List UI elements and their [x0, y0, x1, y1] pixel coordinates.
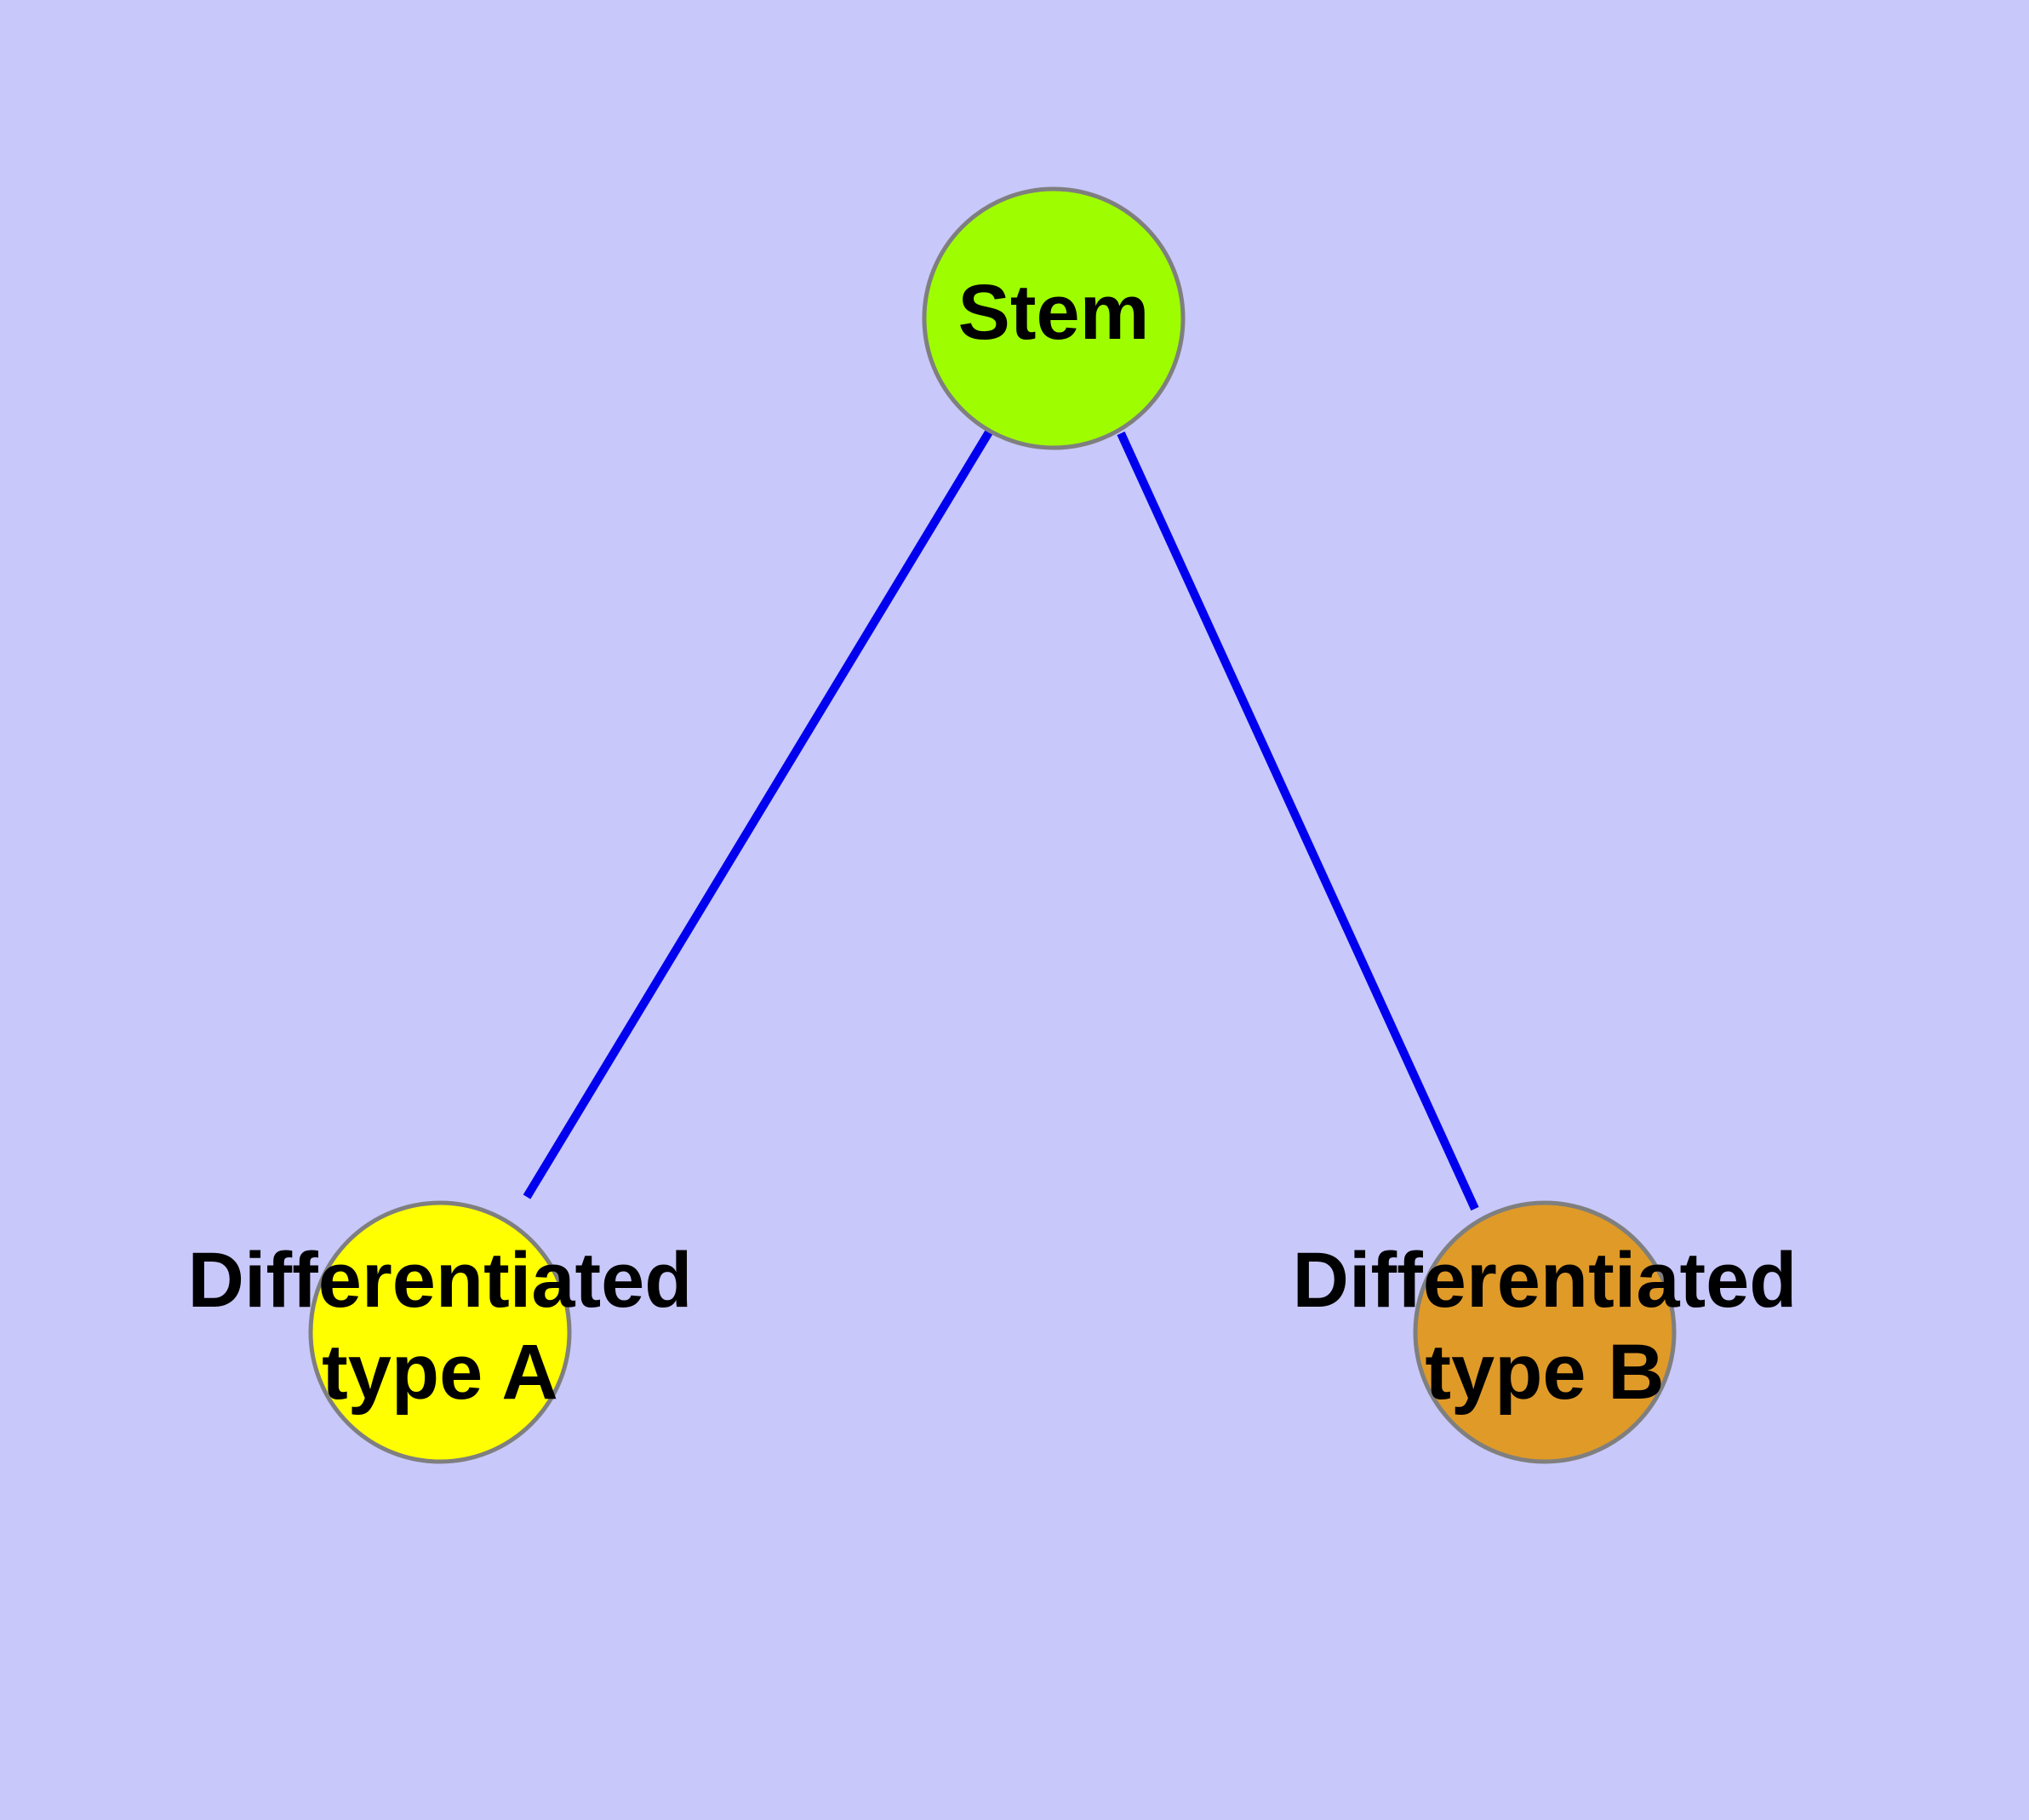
edge-layer	[523, 428, 1479, 1211]
label-line: Stem	[958, 269, 1150, 356]
graph-node-label-stem: Stem	[958, 269, 1150, 356]
label-line: Differentiated	[188, 1237, 693, 1324]
label-line: Differentiated	[1293, 1237, 1798, 1324]
node-layer	[308, 186, 1677, 1464]
graph-node-stem[interactable]	[922, 186, 1186, 450]
graph-edge-stem-to-diff_b	[1117, 431, 1479, 1211]
graph-node-diff_a[interactable]	[308, 1200, 572, 1464]
graph-node-diff_b[interactable]	[1413, 1200, 1677, 1464]
label-line: type B	[1425, 1329, 1664, 1416]
graph-edge-stem-to-diff_a	[523, 428, 994, 1199]
label-line: type A	[322, 1329, 558, 1416]
